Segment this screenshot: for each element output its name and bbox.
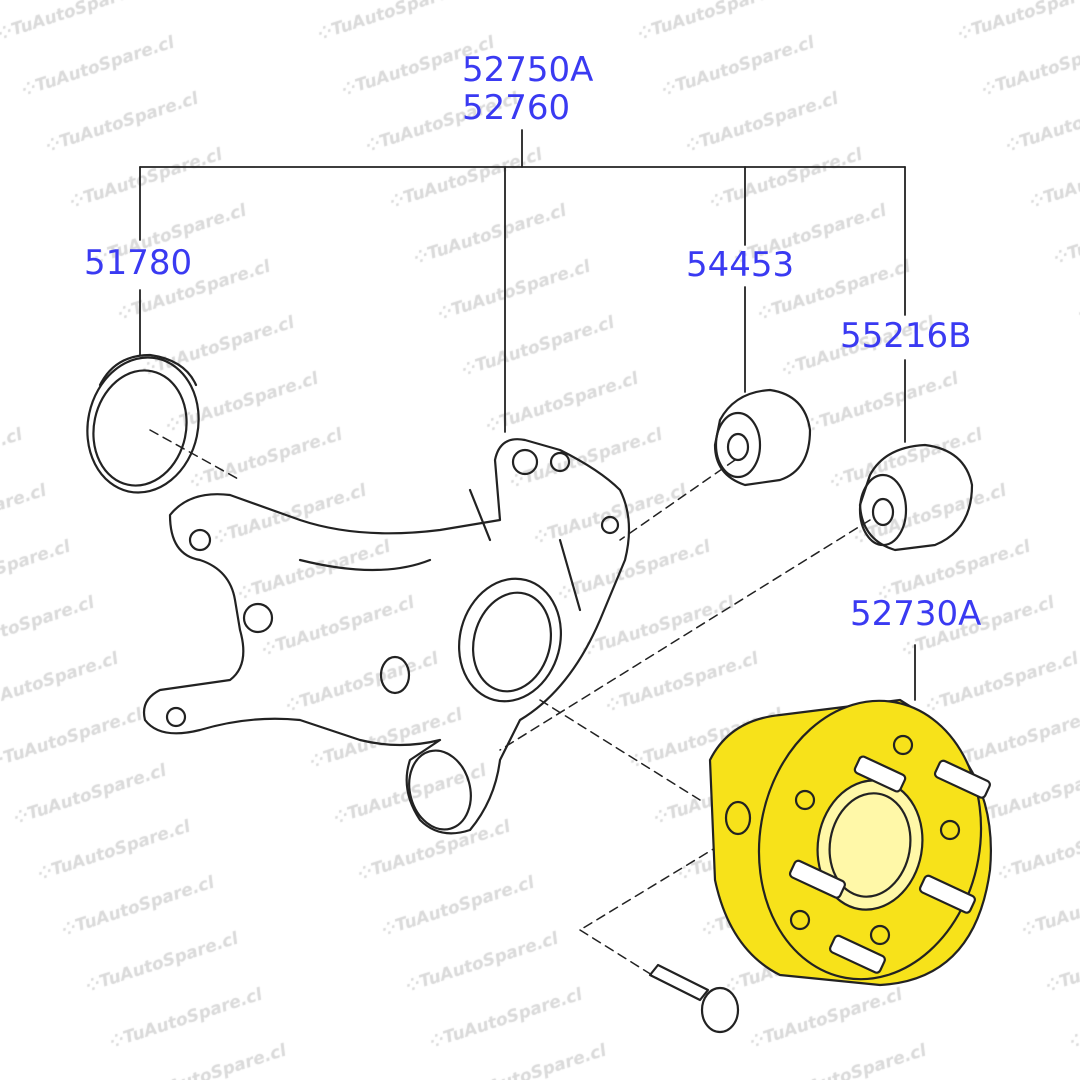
seal-ring-51780 bbox=[86, 353, 200, 494]
wheel-studs bbox=[788, 755, 991, 974]
part-label-54453: 54453 bbox=[686, 245, 795, 285]
part-label-55216B: 55216B bbox=[840, 316, 972, 356]
bushing-55216B bbox=[858, 443, 974, 552]
part-label-52760: 52760 bbox=[462, 88, 571, 128]
hub-52730A bbox=[708, 698, 992, 987]
part-label-52750A: 52750A bbox=[462, 50, 594, 90]
bolt bbox=[648, 963, 740, 1034]
knuckle-52750A bbox=[142, 438, 631, 835]
dashed-guides bbox=[149, 429, 871, 981]
part-label-51780: 51780 bbox=[84, 243, 193, 283]
bushing-54453 bbox=[713, 388, 812, 487]
leader-lines bbox=[139, 129, 916, 701]
part-label-52730A: 52730A bbox=[850, 594, 982, 634]
